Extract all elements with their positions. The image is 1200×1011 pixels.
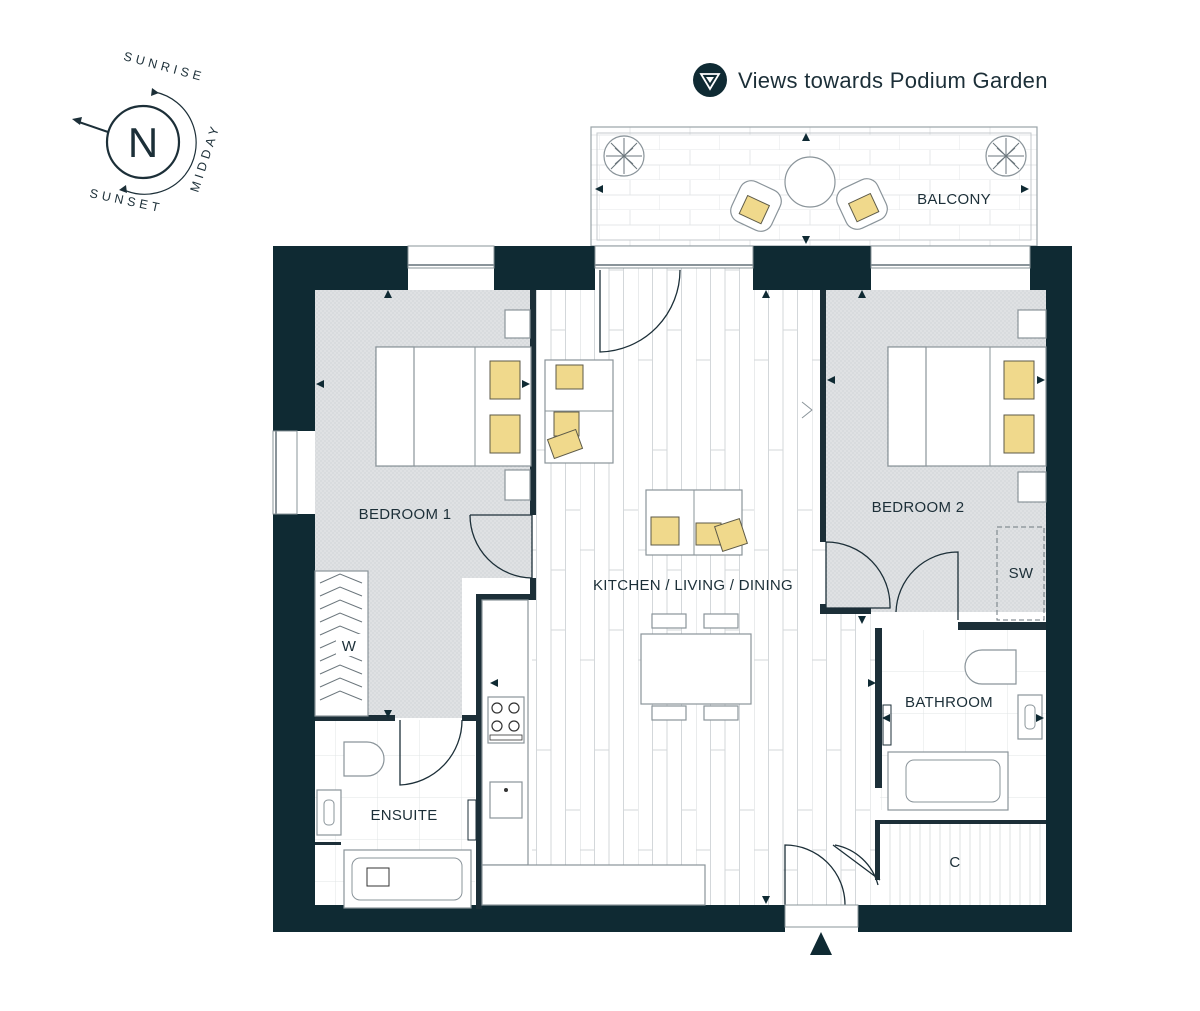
sofa	[645, 489, 749, 556]
ensuite-label: ENSUITE	[370, 807, 437, 824]
entrance-door	[784, 844, 846, 906]
balcony-door	[599, 269, 681, 353]
balcony-chair	[730, 180, 782, 232]
balcony-furniture	[603, 135, 1027, 232]
sink-icon	[489, 781, 523, 819]
balcony-label: BALCONY	[917, 191, 991, 208]
cupboard-label: C	[949, 854, 960, 871]
toilet-icon	[343, 741, 385, 777]
views-legend-text: Views towards Podium Garden	[738, 68, 1048, 93]
balcony-table	[784, 156, 836, 208]
bedroom1-label: BEDROOM 1	[359, 506, 452, 523]
bedroom1-door	[469, 514, 533, 579]
plant-icon	[603, 135, 645, 177]
bedroom1-furniture	[314, 309, 532, 717]
compass: N SUNRISE MIDDAY SUNSET	[72, 49, 223, 215]
compass-north-label: N	[128, 119, 158, 166]
bedroom2-door	[825, 541, 891, 609]
compass-ring	[105, 104, 181, 180]
basin-icon	[316, 789, 342, 836]
dimension-arrows	[316, 133, 1045, 904]
bedroom2-label: BEDROOM 2	[872, 499, 965, 516]
room-labels: BALCONY BEDROOM 1 BEDROOM 2 KITCHEN / LI…	[342, 191, 1034, 871]
storage-sw	[996, 526, 1045, 621]
entrance-arrow-icon	[810, 932, 832, 955]
doors	[399, 269, 959, 955]
bathroom-label: BATHROOM	[905, 694, 993, 711]
cupboard-door	[832, 844, 881, 886]
plant-icon	[985, 135, 1027, 177]
views-legend: Views towards Podium Garden	[693, 63, 1048, 97]
bathtub-icon	[343, 849, 472, 909]
windows	[272, 245, 1031, 515]
bedroom2-furniture	[887, 309, 1047, 621]
bedside-table	[504, 469, 531, 501]
armchair	[544, 359, 614, 464]
walls	[273, 246, 1072, 932]
kitchen-label: KITCHEN / LIVING / DINING	[593, 577, 793, 594]
bathtub-icon	[887, 751, 1009, 811]
kitchen-counter	[481, 599, 706, 906]
ensuite-door	[399, 719, 463, 786]
storage-sw-label: SW	[1009, 565, 1034, 582]
toilet-icon	[964, 649, 1017, 685]
sun-arrow-icon	[151, 88, 159, 96]
dining-table	[640, 613, 752, 721]
north-arrow-icon	[72, 117, 82, 125]
sunrise-label: SUNRISE	[122, 49, 206, 84]
wardrobe	[314, 570, 369, 717]
midday-label: MIDDAY	[188, 121, 223, 194]
bedside-table	[1017, 471, 1047, 503]
bedside-table	[1017, 309, 1047, 339]
north-pointer	[75, 120, 109, 133]
cupboard-floor	[880, 820, 1046, 905]
balcony-chair	[836, 178, 888, 230]
living-furniture	[481, 359, 752, 906]
sun-path-arc	[154, 91, 197, 176]
wardrobe-label: W	[342, 638, 357, 655]
bedside-table	[504, 309, 531, 339]
